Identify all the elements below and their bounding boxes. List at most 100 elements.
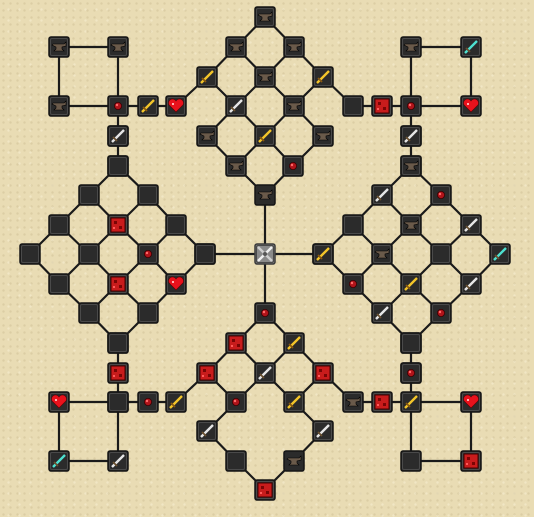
skill-node[interactable] <box>78 184 100 206</box>
skill-node[interactable] <box>107 214 129 236</box>
redstone-block-icon <box>463 453 479 469</box>
skill-node[interactable] <box>196 125 218 147</box>
skill-node[interactable] <box>107 125 129 147</box>
skill-node[interactable] <box>460 391 482 413</box>
skill-node[interactable] <box>460 214 482 236</box>
red-dot-icon <box>143 249 153 259</box>
skill-node[interactable] <box>254 125 276 147</box>
skill-node[interactable] <box>400 332 422 354</box>
skill-node[interactable] <box>400 36 422 58</box>
red-dot-icon <box>231 397 241 407</box>
redstone-block-icon <box>199 365 215 381</box>
skill-node[interactable] <box>196 420 218 442</box>
skill-node[interactable] <box>254 302 276 324</box>
skill-tree-root-node[interactable] <box>254 243 276 265</box>
skill-node[interactable] <box>254 66 276 88</box>
skill-node[interactable] <box>254 479 276 501</box>
skill-node[interactable] <box>225 450 247 472</box>
skill-node[interactable] <box>371 95 393 117</box>
skill-node[interactable] <box>283 450 305 472</box>
skill-node[interactable] <box>342 214 364 236</box>
skill-node[interactable] <box>400 95 422 117</box>
skill-node[interactable] <box>137 391 159 413</box>
skill-node[interactable] <box>196 66 218 88</box>
skill-node[interactable] <box>282 155 304 177</box>
skill-node[interactable] <box>283 95 305 117</box>
skill-node[interactable] <box>430 243 452 265</box>
skill-node[interactable] <box>137 243 159 265</box>
skill-node[interactable] <box>78 302 100 324</box>
skill-node[interactable] <box>312 66 334 88</box>
redstone-block-icon <box>257 482 273 498</box>
skill-node[interactable] <box>137 302 159 324</box>
skill-node[interactable] <box>371 184 393 206</box>
skill-node[interactable] <box>19 243 41 265</box>
skill-node[interactable] <box>165 273 187 295</box>
skill-tiles <box>19 6 511 501</box>
skill-node[interactable] <box>78 243 100 265</box>
skill-node[interactable] <box>283 36 305 58</box>
skill-node[interactable] <box>460 95 482 117</box>
skill-node[interactable] <box>342 273 364 295</box>
skill-node[interactable] <box>137 95 159 117</box>
skill-node[interactable] <box>371 302 393 324</box>
skill-node[interactable] <box>225 332 247 354</box>
skill-node[interactable] <box>460 36 482 58</box>
skill-node[interactable] <box>400 155 422 177</box>
skill-node[interactable] <box>107 95 129 117</box>
skill-node[interactable] <box>371 391 393 413</box>
skill-node[interactable] <box>400 391 422 413</box>
skill-node[interactable] <box>400 214 422 236</box>
skill-node[interactable] <box>400 125 422 147</box>
skill-node[interactable] <box>48 95 70 117</box>
skill-node[interactable] <box>489 243 511 265</box>
skill-node[interactable] <box>225 155 247 177</box>
skill-node[interactable] <box>48 391 70 413</box>
skill-node[interactable] <box>283 332 305 354</box>
skill-node[interactable] <box>312 362 334 384</box>
skill-node[interactable] <box>342 391 364 413</box>
redstone-block-icon <box>110 276 126 292</box>
skill-node[interactable] <box>371 243 393 265</box>
skill-node[interactable] <box>400 450 422 472</box>
skill-node[interactable] <box>48 36 70 58</box>
skill-node[interactable] <box>312 125 334 147</box>
skill-node[interactable] <box>254 184 276 206</box>
skill-node[interactable] <box>48 273 70 295</box>
skill-node[interactable] <box>107 332 129 354</box>
skill-node[interactable] <box>107 273 129 295</box>
skill-node[interactable] <box>254 6 276 28</box>
skill-node[interactable] <box>254 362 276 384</box>
skill-node[interactable] <box>165 214 187 236</box>
skill-node[interactable] <box>225 391 247 413</box>
skill-node[interactable] <box>165 95 187 117</box>
skill-node[interactable] <box>107 450 129 472</box>
red-dot-icon <box>288 161 298 171</box>
skill-node[interactable] <box>460 273 482 295</box>
skill-node[interactable] <box>430 184 452 206</box>
skill-node[interactable] <box>107 155 129 177</box>
skill-node[interactable] <box>460 450 482 472</box>
redstone-block-icon <box>110 365 126 381</box>
skill-node[interactable] <box>430 302 452 324</box>
skill-node[interactable] <box>107 391 129 413</box>
skill-node[interactable] <box>48 214 70 236</box>
skill-node[interactable] <box>312 420 334 442</box>
skill-node[interactable] <box>107 362 129 384</box>
skill-node[interactable] <box>137 184 159 206</box>
skill-node[interactable] <box>48 450 70 472</box>
skill-node[interactable] <box>400 362 422 384</box>
skill-node[interactable] <box>342 95 364 117</box>
skill-node[interactable] <box>400 273 422 295</box>
skill-node[interactable] <box>194 243 216 265</box>
skill-node[interactable] <box>107 36 129 58</box>
skill-node[interactable] <box>196 362 218 384</box>
red-dot-icon <box>436 190 446 200</box>
skill-node[interactable] <box>165 391 187 413</box>
skill-node[interactable] <box>225 95 247 117</box>
skill-node[interactable] <box>225 36 247 58</box>
skill-node[interactable] <box>283 391 305 413</box>
skill-node[interactable] <box>312 243 334 265</box>
